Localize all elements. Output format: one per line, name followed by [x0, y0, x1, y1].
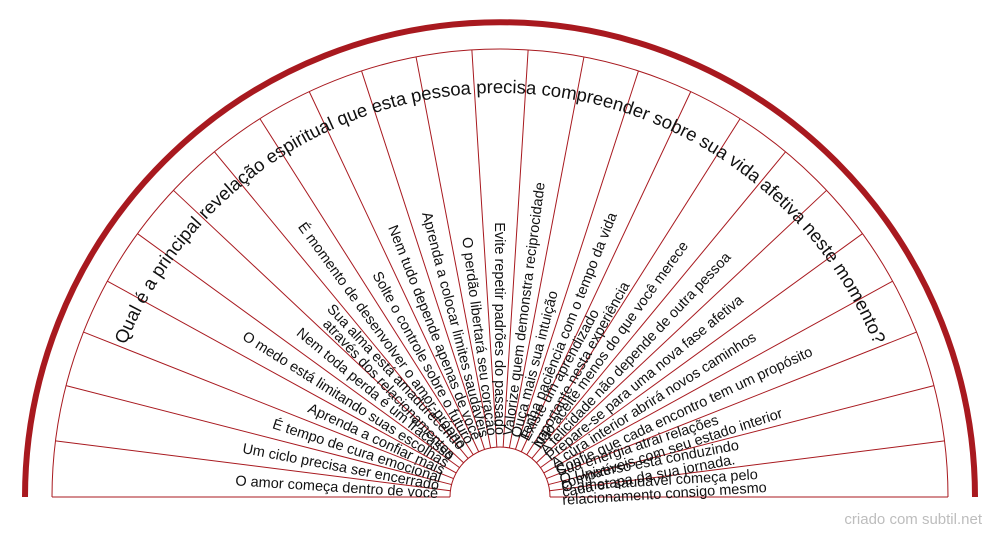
inner-semicircle	[449, 446, 551, 498]
segment-dividers	[52, 49, 948, 498]
segment-divider	[520, 91, 692, 452]
segment-divider	[173, 189, 464, 464]
outer-arc	[22, 19, 978, 498]
segment-divider	[546, 331, 917, 480]
segment-divider	[83, 331, 454, 480]
segment-divider	[107, 280, 457, 474]
segment-divider	[548, 385, 935, 486]
watermark: criado com subtil.net	[844, 511, 982, 528]
segment-divider	[259, 118, 474, 456]
segment-divider	[502, 49, 529, 448]
segment-divider	[55, 440, 451, 492]
segment-divider	[543, 280, 893, 474]
segment-divider	[526, 118, 741, 456]
segment-label-line: Evite repetir padrões do passado	[491, 222, 507, 435]
segment-divider	[536, 189, 827, 464]
segment-label: Evite repetir padrões do passado	[491, 222, 507, 435]
segment-divider	[214, 151, 469, 459]
middle-arc	[51, 48, 949, 498]
segment-divider	[531, 151, 786, 459]
segment-divider	[65, 385, 452, 486]
segment-divider	[549, 440, 945, 492]
segment-divider	[415, 56, 492, 448]
segment-divider	[471, 49, 498, 448]
segment-divider	[361, 70, 486, 450]
segment-divider	[540, 233, 863, 469]
segment-divider	[137, 233, 460, 469]
segment-divider	[508, 56, 585, 448]
segment-divider	[514, 70, 639, 450]
segment-divider	[308, 91, 480, 452]
